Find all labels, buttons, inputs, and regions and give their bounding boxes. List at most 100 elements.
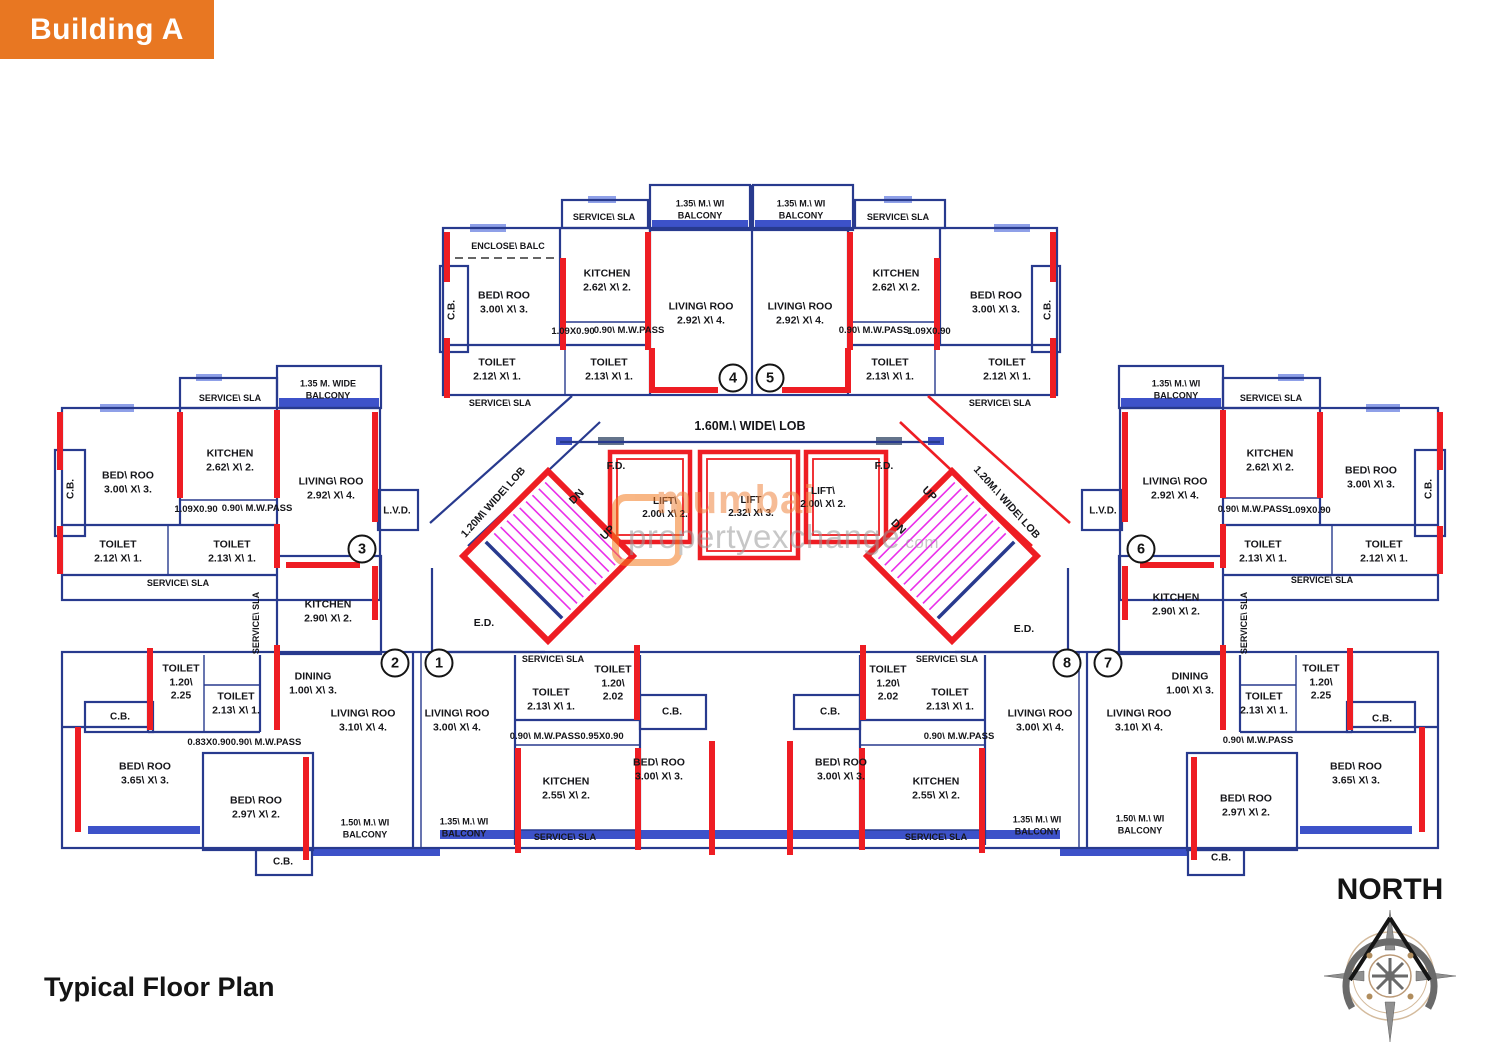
label-lift: LIFT 2.32\ X\ 3. (728, 495, 774, 519)
label-kitchen: KITCHEN 2.62\ X\ 2. (206, 447, 254, 473)
label-bed-roo: BED\ ROO 3.00\ X\ 3. (1345, 464, 1397, 490)
building-title-badge: Building A (0, 0, 214, 59)
label-dining: DINING 1.00\ X\ 3. (289, 670, 337, 696)
label-service-sla: SERVICE\ SLA (904, 832, 968, 843)
label-service-sla: SERVICE\ SLA (198, 393, 262, 404)
unit-number-1: 1 (424, 648, 454, 678)
label-lift: LIFT\ 2.00\ X\ 2. (800, 486, 846, 510)
label-toilet: TOILET 1.20\ 2.02 (869, 663, 907, 703)
unit-number-2: 2 (380, 648, 410, 678)
unit-number-7: 7 (1093, 648, 1123, 678)
label-1.35-m.-wide: 1.35 M. WIDE BALCONY (299, 378, 357, 400)
label-bed-roo: BED\ ROO 3.65\ X\ 3. (119, 760, 171, 786)
label-toilet: TOILET 2.12\ X\ 1. (94, 538, 142, 564)
label-c.b.: C.B. (1042, 300, 1054, 320)
label-service-sla: SERVICE\ SLA (968, 398, 1032, 409)
balcony-strips (88, 220, 1412, 856)
label-service-sla: SERVICE\ SLA (572, 212, 636, 223)
label-service-sla: SERVICE\ SLA (251, 591, 262, 655)
label-toilet: TOILET 2.13\ X\ 1. (866, 356, 914, 382)
label-l.v.d.: L.V.D. (383, 505, 411, 517)
label-1.09x0.90: 1.09X0.90 (551, 325, 595, 337)
label-0.95x0.90: 0.95X0.90 (580, 730, 624, 742)
label-living-roo: LIVING\ ROO 2.92\ X\ 4. (1142, 475, 1208, 501)
label-kitchen: KITCHEN 2.90\ X\ 2. (1152, 591, 1200, 617)
label-bed-roo: BED\ ROO 3.00\ X\ 3. (815, 756, 867, 782)
label-1.50-m.-wi: 1.50\ M.\ WI BALCONY (1115, 813, 1165, 835)
label-1.09x0.90: 1.09X0.90 (174, 503, 218, 515)
label-1.60m.-wide-lob: 1.60M.\ WIDE\ LOB (694, 418, 806, 433)
label-0.90-m.w.pass: 0.90\ M.W.PASS (221, 502, 293, 514)
label-toilet: TOILET 2.13\ X\ 1. (208, 538, 256, 564)
label-toilet: TOILET 2.12\ X\ 1. (983, 356, 1031, 382)
label-kitchen: KITCHEN 2.90\ X\ 2. (304, 598, 352, 624)
label-living-roo: LIVING\ ROO 3.00\ X\ 4. (424, 707, 490, 733)
label-0.90-m.w.pass: 0.90\ M.W.PASS (923, 730, 995, 742)
label-1.35-m.-wi: 1.35\ M.\ WI BALCONY (776, 198, 826, 220)
label-c.b.: C.B. (446, 300, 458, 320)
label-kitchen: KITCHEN 2.62\ X\ 2. (583, 267, 631, 293)
label-living-roo: LIVING\ ROO 3.10\ X\ 4. (330, 707, 396, 733)
label-toilet: TOILET 2.13\ X\ 1. (1240, 690, 1288, 716)
label-toilet: TOILET 2.12\ X\ 1. (1360, 538, 1408, 564)
label-living-roo: LIVING\ ROO 3.00\ X\ 4. (1007, 707, 1073, 733)
label-f.d.: F.D. (606, 460, 626, 473)
label-toilet: TOILET 2.13\ X\ 1. (926, 686, 974, 712)
label-c.b.: C.B. (1372, 713, 1392, 725)
label-bed-roo: BED\ ROO 3.00\ X\ 3. (478, 289, 530, 315)
label-c.b.: C.B. (65, 479, 77, 499)
label-bed-roo: BED\ ROO 3.65\ X\ 3. (1330, 760, 1382, 786)
label-living-roo: LIVING\ ROO 2.92\ X\ 4. (298, 475, 364, 501)
label-toilet: TOILET 1.20\ 2.02 (594, 663, 632, 703)
label-service-sla: SERVICE\ SLA (468, 398, 532, 409)
label-living-roo: LIVING\ ROO 2.92\ X\ 4. (668, 300, 734, 326)
unit-number-5: 5 (755, 363, 785, 393)
label-e.d.: E.D. (473, 617, 495, 630)
label-living-roo: LIVING\ ROO 3.10\ X\ 4. (1106, 707, 1172, 733)
label-service-sla: SERVICE\ SLA (1239, 591, 1250, 655)
label-1.35-m.-wi: 1.35\ M.\ WI BALCONY (1012, 814, 1062, 836)
label-0.90-m.w.pass: 0.90\ M.W.PASS (230, 736, 302, 748)
label-enclose-balc: ENCLOSE\ BALC (471, 241, 545, 252)
label-lift: LIFT\ 2.00\ X\ 2. (642, 496, 688, 520)
label-service-sla: SERVICE\ SLA (533, 832, 597, 843)
staircase-right (862, 466, 1042, 646)
label-service-sla: SERVICE\ SLA (866, 212, 930, 223)
unit-number-6: 6 (1126, 534, 1156, 564)
label-dining: DINING 1.00\ X\ 3. (1166, 670, 1214, 696)
label-service-sla: SERVICE\ SLA (521, 654, 585, 665)
label-service-sla: SERVICE\ SLA (915, 654, 979, 665)
label-0.83x0.90: 0.83X0.90 (187, 736, 231, 748)
label-toilet: TOILET 2.13\ X\ 1. (585, 356, 633, 382)
label-c.b.: C.B. (820, 706, 840, 718)
building-title: Building A (30, 12, 184, 46)
label-0.90-m.w.pass: 0.90\ M.W.PASS (593, 324, 665, 336)
label-c.b.: C.B. (110, 711, 130, 723)
staircase-left (458, 466, 638, 646)
label-bed-roo: BED\ ROO 2.97\ X\ 2. (1220, 792, 1272, 818)
label-0.90-m.w.pass: 0.90\ M.W.PASS (509, 730, 581, 742)
label-bed-roo: BED\ ROO 3.00\ X\ 3. (102, 469, 154, 495)
label-toilet: TOILET 2.12\ X\ 1. (473, 356, 521, 382)
label-0.90-m.w.pass: 0.90\ M.W.PASS (838, 324, 910, 336)
label-e.d.: E.D. (1013, 623, 1035, 636)
label-kitchen: KITCHEN 2.55\ X\ 2. (542, 775, 590, 801)
label-0.90-m.w.pass: 0.90\ M.W.PASS (1222, 734, 1294, 746)
label-bed-roo: BED\ ROO 2.97\ X\ 2. (230, 794, 282, 820)
label-toilet: TOILET 2.13\ X\ 1. (1239, 538, 1287, 564)
plan-caption: Typical Floor Plan (44, 972, 275, 1002)
label-bed-roo: BED\ ROO 3.00\ X\ 3. (970, 289, 1022, 315)
label-1.09x0.90: 1.09X0.90 (907, 325, 951, 337)
label-1.50-m.-wi: 1.50\ M.\ WI BALCONY (340, 817, 390, 839)
label-kitchen: KITCHEN 2.62\ X\ 2. (1246, 447, 1294, 473)
unit-number-4: 4 (718, 363, 748, 393)
label-toilet: TOILET 1.20\ 2.25 (162, 662, 200, 702)
label-service-sla: SERVICE\ SLA (146, 578, 210, 589)
label-1.35-m.-wi: 1.35\ M.\ WI BALCONY (439, 816, 489, 838)
label-bed-roo: BED\ ROO 3.00\ X\ 3. (633, 756, 685, 782)
label-l.v.d.: L.V.D. (1089, 505, 1117, 517)
label-c.b.: C.B. (1211, 852, 1231, 864)
label-service-sla: SERVICE\ SLA (1290, 575, 1354, 586)
label-c.b.: C.B. (662, 706, 682, 718)
